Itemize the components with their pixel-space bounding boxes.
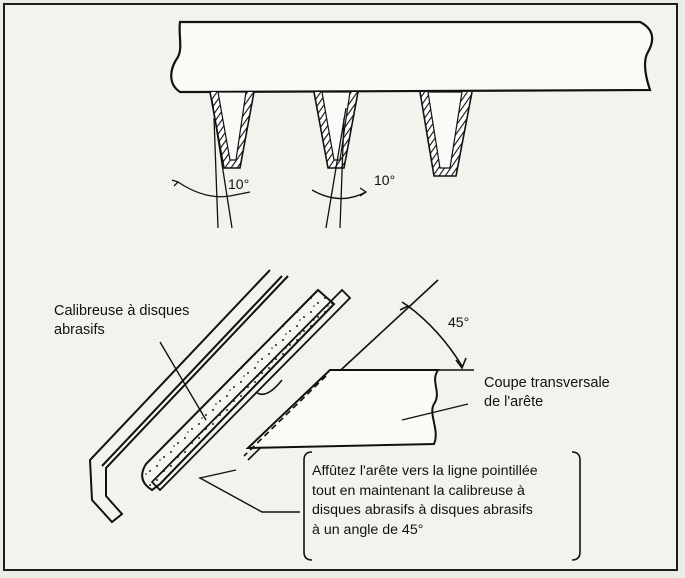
blade-teeth (209, 91, 473, 177)
angle-label-right: 10° (374, 172, 396, 188)
grinder-tool (141, 288, 352, 492)
guide-bar-rails (88, 269, 289, 524)
note-line: tout en maintenant la calibreuse à (312, 482, 525, 499)
note-line: Affûtez l'arête vers la ligne pointillée (312, 463, 538, 479)
angle-label-left: 10° (228, 176, 250, 192)
leader-lines (159, 341, 469, 513)
angle-label-45: 45° (448, 314, 470, 330)
angle-guides-top (171, 99, 368, 229)
edge-cross-section (243, 369, 440, 457)
grinder-label: Calibreuse à disques abrasifs (54, 303, 190, 338)
note-line: à un angle de 45° (312, 521, 424, 538)
cross-section-label: Coupe transversale de l'arête (484, 375, 610, 410)
chain-blade (170, 20, 654, 94)
note-line: disques abrasifs à disques abrasifs (312, 502, 533, 518)
note-bracket (303, 451, 581, 561)
instruction-note: Affûtez l'arête vers la ligne pointillée… (312, 462, 582, 540)
